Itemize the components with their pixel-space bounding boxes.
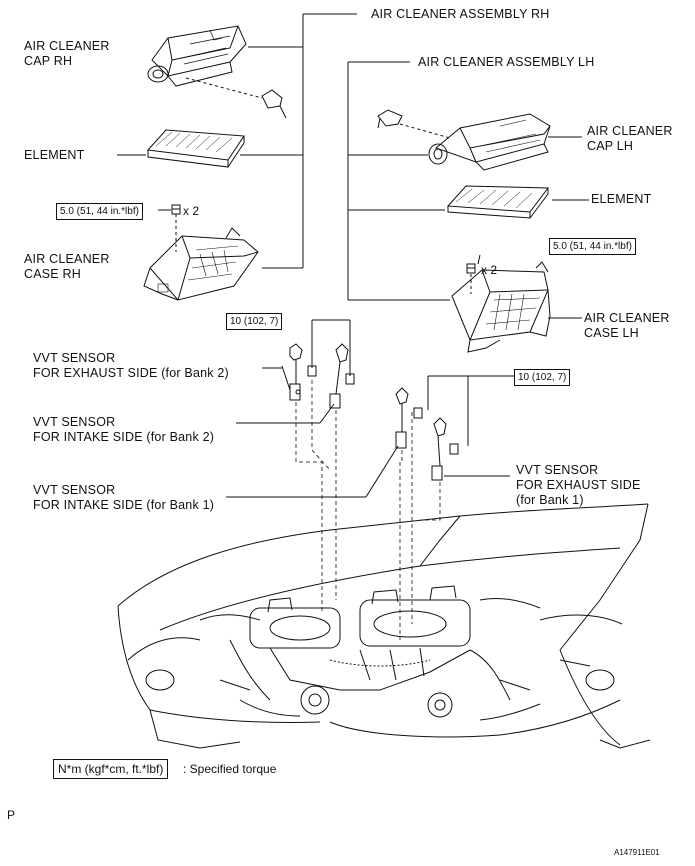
torque-bank2-leaders xyxy=(311,319,351,376)
label-air-cleaner-cap-lh: AIR CLEANER CAP LH xyxy=(587,124,673,153)
torque-box-case-rh: 5.0 (51, 44 in.*lbf) xyxy=(56,203,143,220)
label-element-lh: ELEMENT xyxy=(591,192,652,206)
torque-box-case-lh: 5.0 (51, 44 in.*lbf) xyxy=(549,238,636,255)
label-vvt-intake-bank2: VVT SENSOR FOR INTAKE SIDE (for Bank 2) xyxy=(33,415,215,444)
label-vvt-exhaust-bank2: VVT SENSOR FOR EXHAUST SIDE (for Bank 2) xyxy=(33,351,229,380)
label-air-cleaner-case-lh: AIR CLEANER CASE LH xyxy=(584,311,670,340)
label-vvt-exhaust-bank1: VVT SENSOR FOR EXHAUST SIDE (for Bank 1) xyxy=(516,463,641,507)
legend-torque-unit-box: N*m (kgf*cm, ft.*lbf) xyxy=(53,759,169,779)
quantity-case-lh: x 2 xyxy=(481,263,498,277)
engine-bay-drawing xyxy=(117,503,651,749)
element-lh-drawing xyxy=(446,185,549,219)
cap-lh-dash xyxy=(399,123,451,139)
install-dash-lines xyxy=(295,380,441,640)
bolt-rh xyxy=(171,204,181,215)
torque-box-bank2: 10 (102, 7) xyxy=(226,313,283,330)
maf-connector-lh xyxy=(377,109,403,129)
page-mark: P xyxy=(7,808,16,822)
air-cleaner-case-rh-drawing xyxy=(143,227,259,301)
vvt-in-b1-leader xyxy=(365,445,399,498)
quantity-case-rh: x 2 xyxy=(183,204,200,218)
torque-lh-leader xyxy=(477,254,481,265)
vvt-ex-b2-leader xyxy=(281,365,291,391)
bolt-lh xyxy=(466,263,476,274)
label-air-cleaner-case-rh: AIR CLEANER CASE RH xyxy=(24,252,110,281)
label-element-rh: ELEMENT xyxy=(24,148,85,162)
leader-lines-lh xyxy=(347,61,589,319)
air-cleaner-cap-lh-drawing xyxy=(428,113,551,171)
label-air-cleaner-cap-rh: AIR CLEANER CAP RH xyxy=(24,39,110,68)
maf-connector-rh xyxy=(261,89,287,119)
torque-box-bank1: 10 (102, 7) xyxy=(514,369,571,386)
label-air-cleaner-assembly-lh: AIR CLEANER ASSEMBLY LH xyxy=(418,55,595,69)
torque-bank1-leaders xyxy=(427,375,514,446)
element-rh-drawing xyxy=(146,129,245,168)
vvt-sensors-bank1 xyxy=(395,387,459,481)
label-vvt-intake-bank1: VVT SENSOR FOR INTAKE SIDE (for Bank 1) xyxy=(33,483,215,512)
label-air-cleaner-assembly-rh: AIR CLEANER ASSEMBLY RH xyxy=(371,7,550,21)
vvt-in-b2-leader xyxy=(319,403,335,424)
air-cleaner-cap-rh-drawing xyxy=(147,25,247,87)
legend-text: : Specified torque xyxy=(183,762,277,776)
figure-code: A147911E01 xyxy=(614,848,660,857)
leader-lines-rh xyxy=(117,13,357,269)
cap-rh-dash xyxy=(185,77,263,99)
vvt-sensors-bank2 xyxy=(289,343,355,409)
air-cleaner-case-lh-drawing xyxy=(451,261,551,353)
